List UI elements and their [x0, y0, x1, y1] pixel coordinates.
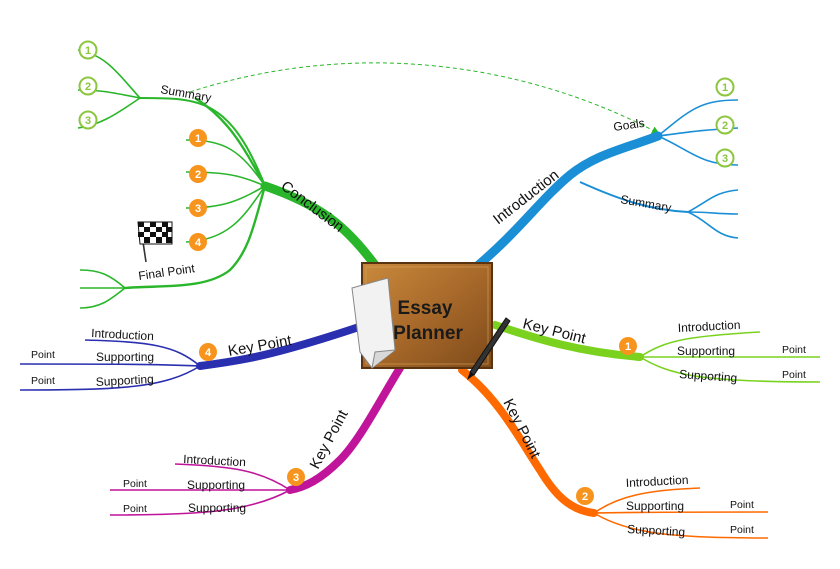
svg-text:2: 2 — [722, 120, 728, 132]
intro-number-badges: 1 2 3 — [715, 77, 735, 168]
svg-text:1: 1 — [625, 341, 631, 353]
summary-goals-link — [189, 62, 660, 134]
key-point-4-branch[interactable] — [19, 322, 366, 391]
kp2-supporting-2: Supporting — [627, 522, 686, 539]
kp4-introduction: Introduction — [91, 326, 154, 343]
kp1-supporting-2: Supporting — [679, 367, 738, 385]
center-title-line-2: Planner — [393, 323, 463, 344]
kp4-point-1: Point — [31, 349, 55, 361]
kp3-point-1: Point — [123, 478, 147, 490]
key-point-1-badge — [619, 337, 637, 355]
goals-label: Goals — [612, 116, 645, 134]
svg-text:4: 4 — [195, 237, 202, 249]
conclusion-summary-label: Summary — [159, 82, 212, 105]
paper-icon — [351, 277, 396, 369]
introduction-branch[interactable] — [470, 99, 739, 273]
svg-text:4: 4 — [205, 347, 212, 359]
conclusion-summary-badges: 1 2 3 — [78, 40, 98, 130]
key-point-3-badge — [287, 468, 305, 486]
kp2-point-1: Point — [730, 499, 754, 511]
svg-text:2: 2 — [85, 81, 91, 93]
key-point-3-branch[interactable] — [109, 364, 404, 516]
svg-text:1: 1 — [195, 133, 201, 145]
svg-text:3: 3 — [85, 115, 91, 127]
svg-text:2: 2 — [582, 491, 588, 503]
kp3-supporting-2: Supporting — [188, 501, 246, 515]
final-point-label: Final Point — [137, 261, 196, 283]
key-point-2-badge — [576, 487, 594, 505]
key-point-2-label: Key Point — [499, 396, 544, 462]
svg-text:1: 1 — [85, 45, 91, 57]
conclusion-branch[interactable] — [77, 49, 380, 309]
key-point-3-label: Key Point — [307, 406, 353, 471]
svg-text:3: 3 — [722, 153, 728, 165]
kp2-supporting-1: Supporting — [626, 499, 684, 513]
kp2-introduction: Introduction — [625, 473, 688, 490]
kp2-point-2: Point — [730, 524, 754, 536]
svg-text:3: 3 — [195, 203, 201, 215]
svg-text:1: 1 — [722, 82, 728, 94]
pen-icon — [467, 317, 511, 380]
kp4-supporting-2: Supporting — [95, 372, 154, 389]
center-title-line-1: Essay — [398, 298, 453, 319]
kp1-point-2: Point — [782, 369, 806, 381]
svg-text:3: 3 — [293, 472, 299, 484]
key-point-2-branch[interactable] — [458, 366, 769, 539]
kp3-point-2: Point — [123, 503, 147, 515]
kp3-supporting-1: Supporting — [187, 478, 245, 492]
checkered-flag-icon — [137, 221, 173, 263]
kp4-supporting-1: Supporting — [96, 350, 154, 364]
kp4-point-2: Point — [31, 375, 55, 387]
intro-summary-label: Summary — [619, 192, 672, 215]
kp1-introduction: Introduction — [677, 318, 740, 335]
conclusion-label: Conclusion — [278, 178, 348, 236]
key-point-1-branch[interactable] — [491, 321, 821, 383]
svg-text:2: 2 — [195, 169, 201, 181]
kp3-introduction: Introduction — [183, 452, 246, 469]
key-point-4-badge — [199, 343, 217, 361]
kp1-supporting-1: Supporting — [677, 344, 735, 358]
conclusion-number-badges: 1 2 3 4 — [189, 129, 207, 251]
kp1-point-1: Point — [782, 344, 806, 356]
